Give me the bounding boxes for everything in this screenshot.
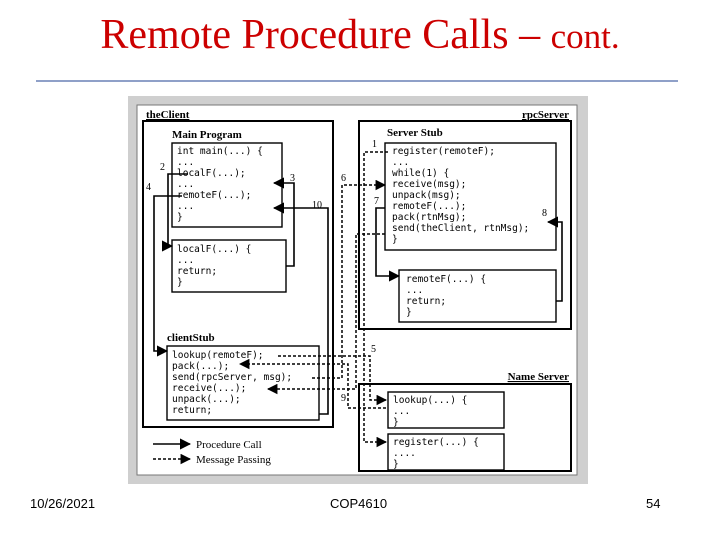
- arrow-2-call-localf: [161, 173, 188, 252]
- code-line: pack(...);: [172, 361, 229, 372]
- title-main: Remote Procedure Calls: [100, 12, 509, 58]
- legend-message-label: Message Passing: [196, 454, 271, 466]
- arrow-8-return-from-remotef: [546, 216, 563, 302]
- code-line: lookup(...) {: [393, 395, 467, 406]
- code-line: register(...) {: [393, 437, 479, 448]
- arrow-4-call-remotef: [153, 195, 182, 357]
- code-line: register(remoteF);: [392, 146, 495, 157]
- code-line: }: [393, 417, 399, 428]
- code-line: localF(...);: [177, 168, 246, 179]
- footer-course: COP4610: [330, 496, 388, 511]
- step-number-2: 2: [160, 162, 165, 173]
- code-line: send(rpcServer, msg);: [172, 372, 292, 383]
- arrow-3-return-localf: [272, 177, 295, 267]
- client-box: [142, 120, 334, 428]
- step-number-4: 4: [146, 182, 151, 193]
- step-number-8: 8: [542, 208, 547, 219]
- code-line: return;: [177, 266, 217, 277]
- localf-code-box: [171, 239, 287, 293]
- code-line: remoteF(...);: [177, 190, 251, 201]
- step-number-1: 1: [372, 139, 377, 150]
- step-number-3: 3: [290, 173, 295, 184]
- code-line: ...: [177, 255, 194, 266]
- code-line: localF(...) {: [177, 244, 251, 255]
- lookup-code-box: [387, 391, 505, 429]
- client-stub-label: clientStub: [167, 332, 215, 344]
- step-number-6: 6: [341, 173, 346, 184]
- code-line: }: [392, 234, 398, 245]
- name-server-box: [358, 383, 572, 472]
- client-label: theClient: [146, 109, 190, 121]
- client-stub-code-box: [166, 345, 320, 421]
- code-line: pack(rtnMsg);: [392, 212, 466, 223]
- server-box: [358, 120, 572, 330]
- register-code-box: [387, 433, 505, 471]
- code-line: lookup(remoteF);: [172, 350, 264, 361]
- code-line: remoteF(...) {: [406, 274, 486, 285]
- code-line: unpack(...);: [172, 394, 241, 405]
- diagram-canvas: theClient rpcServer Main Program Server …: [136, 104, 578, 476]
- code-line: }: [177, 212, 183, 223]
- code-line: ...: [406, 285, 423, 296]
- remotef-code-box: [398, 269, 557, 323]
- footer-date: 10/26/2021: [30, 496, 96, 511]
- arrow-1-register: [363, 151, 388, 448]
- main-code-box: [171, 142, 283, 228]
- server-label: rpcServer: [522, 109, 569, 121]
- arrow-5-lookup: [278, 355, 388, 406]
- main-program-label: Main Program: [172, 129, 242, 141]
- footer-page-number: 54: [646, 496, 661, 511]
- code-line: ...: [177, 201, 194, 212]
- step-number-7: 7: [374, 196, 379, 207]
- code-line: return;: [172, 405, 212, 416]
- rpc-diagram: theClient rpcServer Main Program Server …: [128, 96, 588, 484]
- code-line: ...: [393, 406, 410, 417]
- title-divider: [36, 80, 678, 82]
- title-dash: –: [508, 12, 551, 58]
- code-line: ...: [392, 157, 409, 168]
- server-stub-code-box: [384, 142, 557, 251]
- code-line: receive(msg);: [392, 179, 466, 190]
- code-line: int main(...) {: [177, 146, 263, 157]
- code-line: remoteF(...);: [392, 201, 466, 212]
- step-number-9: 9: [341, 393, 346, 404]
- arrow-6-send-msg: [312, 179, 387, 379]
- arrow-10-return-to-main: [272, 202, 329, 415]
- code-line: return;: [406, 296, 446, 307]
- code-line: }: [406, 307, 412, 318]
- arrow-7-call-remotef-server: [375, 207, 401, 282]
- code-line: ....: [393, 448, 416, 459]
- slide-title: Remote Procedure Calls – cont.: [0, 14, 720, 56]
- title-cont: cont.: [550, 17, 620, 56]
- code-line: unpack(msg);: [392, 190, 461, 201]
- code-line: }: [177, 277, 183, 288]
- code-line: }: [393, 459, 399, 470]
- name-server-label: Name Server: [508, 371, 570, 383]
- server-stub-label: Server Stub: [387, 127, 443, 139]
- code-line: ...: [177, 157, 194, 168]
- step-number-10: 10: [312, 200, 322, 211]
- arrow-5-lookup-reply: [238, 358, 386, 409]
- legend-procedure-label: Procedure Call: [196, 439, 262, 451]
- code-line: receive(...);: [172, 383, 246, 394]
- code-line: send(theClient, rtnMsg);: [392, 223, 529, 234]
- arrow-9-reply-msg: [266, 233, 385, 395]
- step-number-5: 5: [371, 344, 376, 355]
- code-line: ...: [177, 179, 194, 190]
- code-line: while(1) {: [392, 168, 449, 179]
